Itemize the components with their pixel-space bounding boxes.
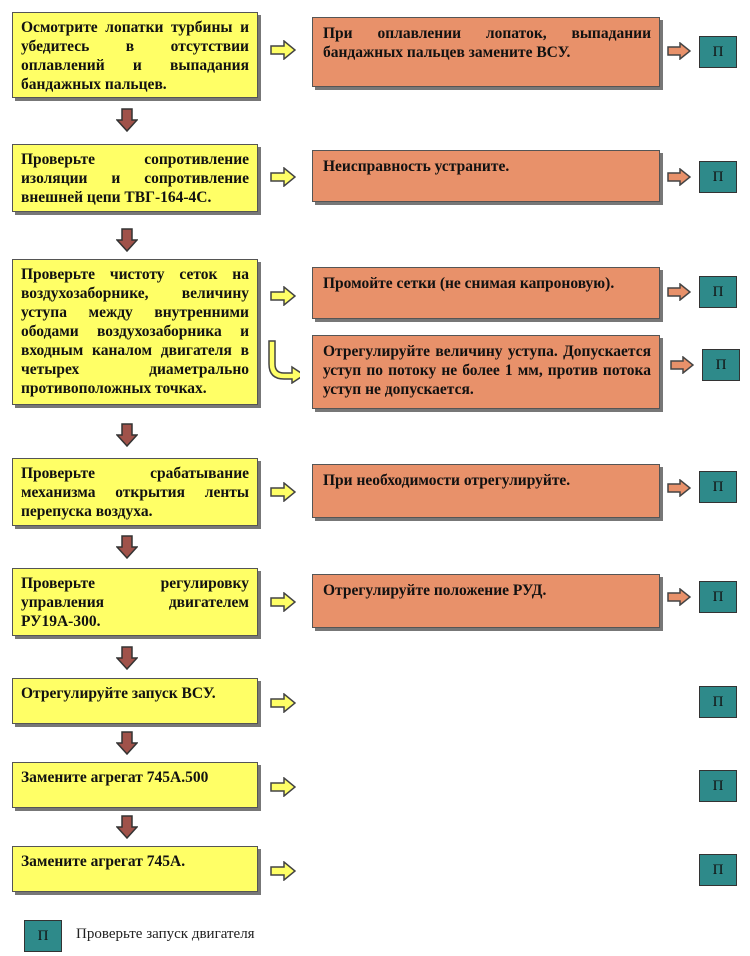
step-text-7: Замените агрегат 745А.500 bbox=[21, 769, 209, 786]
p-label: П bbox=[715, 356, 727, 373]
right-arrow-icon bbox=[270, 777, 296, 797]
down-arrow-icon bbox=[116, 108, 138, 132]
p-box-9: П bbox=[699, 854, 737, 886]
right-arrow-icon bbox=[270, 482, 296, 502]
action-text-2: Неисправность устраните. bbox=[323, 158, 510, 175]
p-box-3: П bbox=[699, 276, 737, 308]
right-arrow-icon bbox=[270, 592, 296, 612]
step-text-5: Проверьте регулировку управления двигате… bbox=[21, 575, 249, 630]
p-box-8: П bbox=[699, 770, 737, 802]
action-text-1: При оплавлении лопаток, выпадании бандаж… bbox=[323, 25, 651, 61]
small-right-arrow-icon bbox=[667, 588, 691, 606]
right-arrow-icon bbox=[270, 167, 296, 187]
step-box-4: Проверьте срабатывание механизма открыти… bbox=[12, 458, 258, 526]
step-text-6: Отрегулируйте запуск ВСУ. bbox=[21, 685, 216, 702]
p-box-4: П bbox=[702, 349, 740, 381]
legend-text: Проверьте запуск двигателя bbox=[76, 926, 255, 942]
small-right-arrow-icon bbox=[667, 479, 691, 497]
down-arrow-icon bbox=[116, 646, 138, 670]
p-label: П bbox=[712, 861, 724, 878]
action-box-5: При необходимости отрегулируйте. bbox=[312, 464, 660, 518]
down-arrow-icon bbox=[116, 535, 138, 559]
p-label: П bbox=[712, 283, 724, 300]
down-arrow-icon bbox=[116, 423, 138, 447]
right-arrow-icon bbox=[270, 693, 296, 713]
p-label: П bbox=[712, 43, 724, 60]
step-box-5: Проверьте регулировку управления двигате… bbox=[12, 568, 258, 636]
p-box-1: П bbox=[699, 36, 737, 68]
action-box-3: Промойте сетки (не снимая капроновую). bbox=[312, 267, 660, 319]
small-right-arrow-icon bbox=[667, 42, 691, 60]
p-label: П bbox=[712, 588, 724, 605]
down-arrow-icon bbox=[116, 815, 138, 839]
action-text-4: Отрегулируйте величину уступа. Допускает… bbox=[323, 343, 651, 398]
step-box-2: Проверьте сопротивление изоляции и сопро… bbox=[12, 144, 258, 212]
p-box-5: П bbox=[699, 471, 737, 503]
step-text-1: Осмотрите лопатки турбины и убедитесь в … bbox=[21, 19, 249, 93]
down-arrow-icon bbox=[116, 228, 138, 252]
p-box-7: П bbox=[699, 686, 737, 718]
right-arrow-icon bbox=[270, 861, 296, 881]
p-box-2: П bbox=[699, 161, 737, 193]
step-text-8: Замените агрегат 745А. bbox=[21, 853, 186, 870]
small-right-arrow-icon bbox=[667, 168, 691, 186]
action-text-3: Промойте сетки (не снимая капроновую). bbox=[323, 275, 615, 292]
p-label: П bbox=[712, 478, 724, 495]
step-text-3: Проверьте чистоту сеток на воздухозаборн… bbox=[21, 266, 249, 397]
p-label: П bbox=[712, 777, 724, 794]
step-box-6: Отрегулируйте запуск ВСУ. bbox=[12, 678, 258, 724]
small-right-arrow-icon bbox=[667, 283, 691, 301]
action-box-2: Неисправность устраните. bbox=[312, 150, 660, 202]
action-box-6: Отрегулируйте положение РУД. bbox=[312, 574, 660, 628]
right-arrow-icon bbox=[270, 40, 296, 60]
step-box-7: Замените агрегат 745А.500 bbox=[12, 762, 258, 808]
legend-p-box: П bbox=[24, 920, 62, 952]
p-label: П bbox=[712, 168, 724, 185]
legend-p-label: П bbox=[37, 927, 49, 944]
p-label: П bbox=[712, 693, 724, 710]
step-text-4: Проверьте срабатывание механизма открыти… bbox=[21, 465, 249, 520]
curved-arrow-icon bbox=[268, 340, 300, 384]
action-box-1: При оплавлении лопаток, выпадании бандаж… bbox=[312, 17, 660, 87]
small-right-arrow-icon bbox=[670, 356, 694, 374]
down-arrow-icon bbox=[116, 731, 138, 755]
step-box-8: Замените агрегат 745А. bbox=[12, 846, 258, 892]
action-text-5: При необходимости отрегулируйте. bbox=[323, 472, 571, 489]
action-box-4: Отрегулируйте величину уступа. Допускает… bbox=[312, 335, 660, 409]
action-text-6: Отрегулируйте положение РУД. bbox=[323, 582, 547, 599]
p-box-6: П bbox=[699, 581, 737, 613]
step-box-1: Осмотрите лопатки турбины и убедитесь в … bbox=[12, 12, 258, 98]
step-text-2: Проверьте сопротивление изоляции и сопро… bbox=[21, 151, 249, 206]
right-arrow-icon bbox=[270, 286, 296, 306]
step-box-3: Проверьте чистоту сеток на воздухозаборн… bbox=[12, 259, 258, 405]
